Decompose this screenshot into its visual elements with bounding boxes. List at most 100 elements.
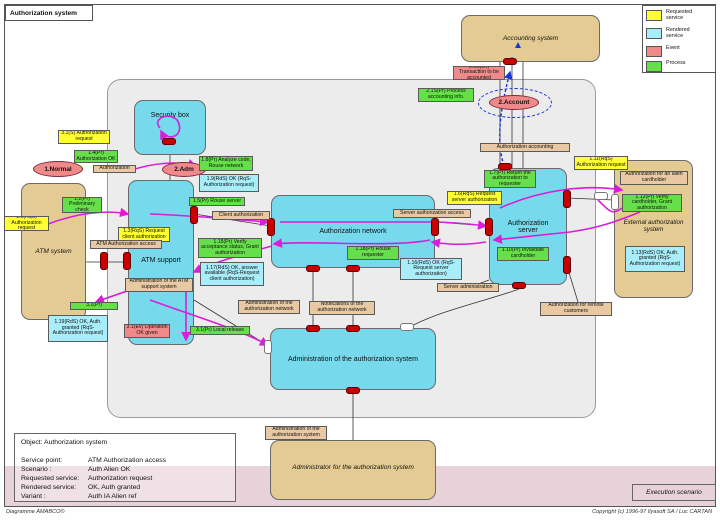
port-atm-system[interactable] bbox=[100, 252, 108, 270]
administration-system-label: Administration of the authorization syst… bbox=[288, 355, 418, 363]
info-row-rendered: Rendered service: OK, Auth granted bbox=[21, 484, 140, 491]
port-external-link[interactable] bbox=[594, 192, 608, 200]
port-accounting-bottom[interactable] bbox=[503, 58, 517, 65]
process-1-15[interactable]: 1.15(Pr) Verify acceptance status, Grant… bbox=[198, 238, 262, 258]
access-atm-authorization[interactable]: ATM Authorization access bbox=[90, 240, 162, 249]
security-box[interactable]: Security box bbox=[134, 100, 206, 155]
info-row-scenario: Scenario : Auth Alien OK bbox=[21, 466, 130, 473]
access-server-authorization[interactable]: Server authorization access bbox=[393, 209, 471, 218]
info-value: Auth IA Alien ref bbox=[88, 493, 137, 500]
port-admin-top-b[interactable] bbox=[346, 325, 360, 332]
atm-support-box[interactable]: ATM support bbox=[128, 180, 194, 345]
atm-support-label: ATM support bbox=[141, 257, 181, 264]
external-authorization-system-label: External authorization system bbox=[623, 219, 684, 233]
info-row-requested: Requested service: Authorization request bbox=[21, 475, 152, 482]
info-object: Object: Authorization system bbox=[21, 439, 108, 446]
legend-item-event: Event bbox=[646, 45, 680, 57]
scenario-normal[interactable]: 1.Normal bbox=[33, 161, 83, 177]
scenario-account[interactable]: 2.Account bbox=[489, 95, 539, 110]
process-2-1s[interactable]: 2.1S(Pr) Process accounting info. bbox=[418, 88, 474, 102]
requested-service-1-6[interactable]: 1.6(RqS) Request server authorization bbox=[447, 191, 502, 205]
rendered-service-1-19[interactable]: 1.19(RdS) OK, Auth. granted (RqS-Authori… bbox=[48, 315, 108, 342]
legend-label-process: Process bbox=[666, 60, 686, 66]
port-admin-left[interactable] bbox=[264, 340, 272, 354]
process-3-1[interactable]: 3.1(Pr) bbox=[70, 302, 118, 310]
process-1-10[interactable]: 1.10(Pr) Invalidate cardholder bbox=[497, 247, 549, 261]
port-server-right-upper[interactable] bbox=[563, 190, 571, 208]
info-row-variant: Variant : Auth IA Alien ref bbox=[21, 493, 136, 500]
diagram-frame bbox=[4, 4, 716, 507]
port-admin-bottom[interactable] bbox=[346, 387, 360, 394]
access-remote-customers[interactable]: Authorization for remote customers bbox=[540, 302, 612, 316]
port-atm-support-left[interactable] bbox=[123, 252, 131, 270]
event-3-1[interactable]: 3.1(Ev) Operation OK given bbox=[124, 324, 170, 338]
port-server-bottom[interactable] bbox=[512, 282, 526, 289]
legend-swatch-event bbox=[646, 46, 662, 57]
administration-system-box[interactable]: Administration of the authorization syst… bbox=[270, 328, 436, 390]
port-network-left[interactable] bbox=[267, 218, 275, 236]
port-atm-support-right[interactable] bbox=[190, 206, 198, 224]
legend-swatch-requested bbox=[646, 10, 662, 21]
authorization-network-label: Authorization network bbox=[319, 228, 387, 235]
accounting-system-label: Accounting system bbox=[502, 35, 559, 42]
port-server-left[interactable] bbox=[485, 218, 493, 236]
security-box-label: Security box bbox=[150, 112, 190, 119]
port-admin-top-right[interactable] bbox=[400, 323, 414, 331]
access-authorization[interactable]: Authorization bbox=[93, 165, 136, 173]
access-client-authorization[interactable]: Client authorization bbox=[212, 211, 270, 220]
legend: Requested service Rendered service Event… bbox=[642, 5, 716, 73]
atm-system-label: ATM system bbox=[35, 248, 72, 255]
requested-service-1-11[interactable]: 1.11(RqS) Authorization request bbox=[574, 156, 628, 170]
legend-item-rendered: Rendered service bbox=[646, 27, 706, 40]
account-highlight-ellipse bbox=[478, 88, 552, 118]
port-network-bottom-a[interactable] bbox=[306, 265, 320, 272]
info-row-service-point: Service point: ATM Authorization access bbox=[21, 457, 166, 464]
legend-label-event: Event bbox=[666, 45, 680, 51]
port-admin-top-a[interactable] bbox=[306, 325, 320, 332]
rendered-service-1-13[interactable]: 1.13(RdS) OK, Auth. granted (RqS-Authori… bbox=[625, 246, 685, 272]
legend-item-process: Process bbox=[646, 60, 686, 72]
access-server-administration[interactable]: Server administration bbox=[437, 283, 499, 292]
authorization-server-label: Authorization server bbox=[507, 219, 549, 234]
accounting-system-box[interactable]: Accounting system bbox=[461, 15, 600, 62]
port-server-right-lower[interactable] bbox=[563, 256, 571, 274]
access-network-administration[interactable]: Administration of the authorization netw… bbox=[238, 300, 300, 314]
info-value: Authorization request bbox=[88, 475, 153, 482]
info-panel: Object: Authorization system Service poi… bbox=[14, 433, 236, 502]
port-security-box[interactable] bbox=[162, 138, 176, 145]
rendered-service-1-17[interactable]: 1.17(RdS) OK, answer available (RqS-Requ… bbox=[200, 262, 264, 286]
info-value: ATM Authorization access bbox=[88, 457, 167, 464]
port-network-bottom-b[interactable] bbox=[346, 265, 360, 272]
legend-item-requested: Requested service bbox=[646, 9, 710, 22]
requested-service-3-1[interactable]: 3.1(S) Authorization request bbox=[58, 130, 110, 144]
process-1-5[interactable]: 1.5(Pr) Rouse server bbox=[189, 197, 245, 206]
access-authorization-accounting[interactable]: Authorization accounting bbox=[480, 143, 570, 152]
process-1-18[interactable]: 1.18(Pr) Rouse requester bbox=[347, 246, 399, 260]
process-1-8[interactable]: 1.8(Pr) Analyze code, Rouse network bbox=[199, 156, 253, 171]
process-1-12[interactable]: 1.12(Pr) Verify cardholder, Grant author… bbox=[622, 194, 682, 212]
rendered-service-1-9[interactable]: 1.9(RdS) OK (RqS-Authorization request) bbox=[199, 174, 259, 192]
info-value: Auth Alien OK bbox=[88, 466, 131, 473]
info-key: Scenario : bbox=[21, 466, 52, 473]
footer-left: Diagramme AMABCO© bbox=[6, 509, 65, 515]
access-atm-support-administration[interactable]: Administration of the ATM support system bbox=[125, 278, 193, 292]
process-1-7[interactable]: 1.7(Pr) Return the authorization to requ… bbox=[484, 170, 536, 188]
administrator-box[interactable]: Administrator for the authorization syst… bbox=[270, 440, 436, 500]
port-external-left[interactable] bbox=[611, 194, 619, 210]
port-network-right[interactable] bbox=[431, 218, 439, 236]
access-system-administration[interactable]: Administration of the authorization syst… bbox=[265, 426, 327, 440]
diagram-tab[interactable]: Authorization system bbox=[5, 5, 93, 21]
administrator-label: Administrator for the authorization syst… bbox=[292, 463, 414, 471]
rendered-service-1-16[interactable]: 1.16(RdS) OK (RqS-Request server authori… bbox=[400, 258, 462, 280]
event-2-1s[interactable]: 2.1S(Ev) Transaction to be accounted bbox=[453, 66, 505, 80]
process-3-1-local-release[interactable]: 3.1(Pr) Local release bbox=[190, 326, 250, 335]
info-key: Rendered service: bbox=[21, 484, 77, 491]
access-alien-cardholder[interactable]: Authorization for an alien cardholder bbox=[620, 171, 688, 185]
access-network-notifications[interactable]: Notifications of the authorization netwo… bbox=[309, 301, 375, 315]
process-1-4[interactable]: 1.4(Pr) Authorization OK bbox=[74, 150, 118, 163]
legend-swatch-rendered bbox=[646, 28, 662, 39]
port-server-top[interactable] bbox=[498, 163, 512, 170]
process-1-2[interactable]: 1.2(Pr) Preliminary check bbox=[62, 197, 102, 213]
requested-service-1-1[interactable]: 1.1(RqS) Authorization request bbox=[4, 216, 49, 231]
execution-scenario-box[interactable]: Execution scenario bbox=[632, 484, 716, 501]
